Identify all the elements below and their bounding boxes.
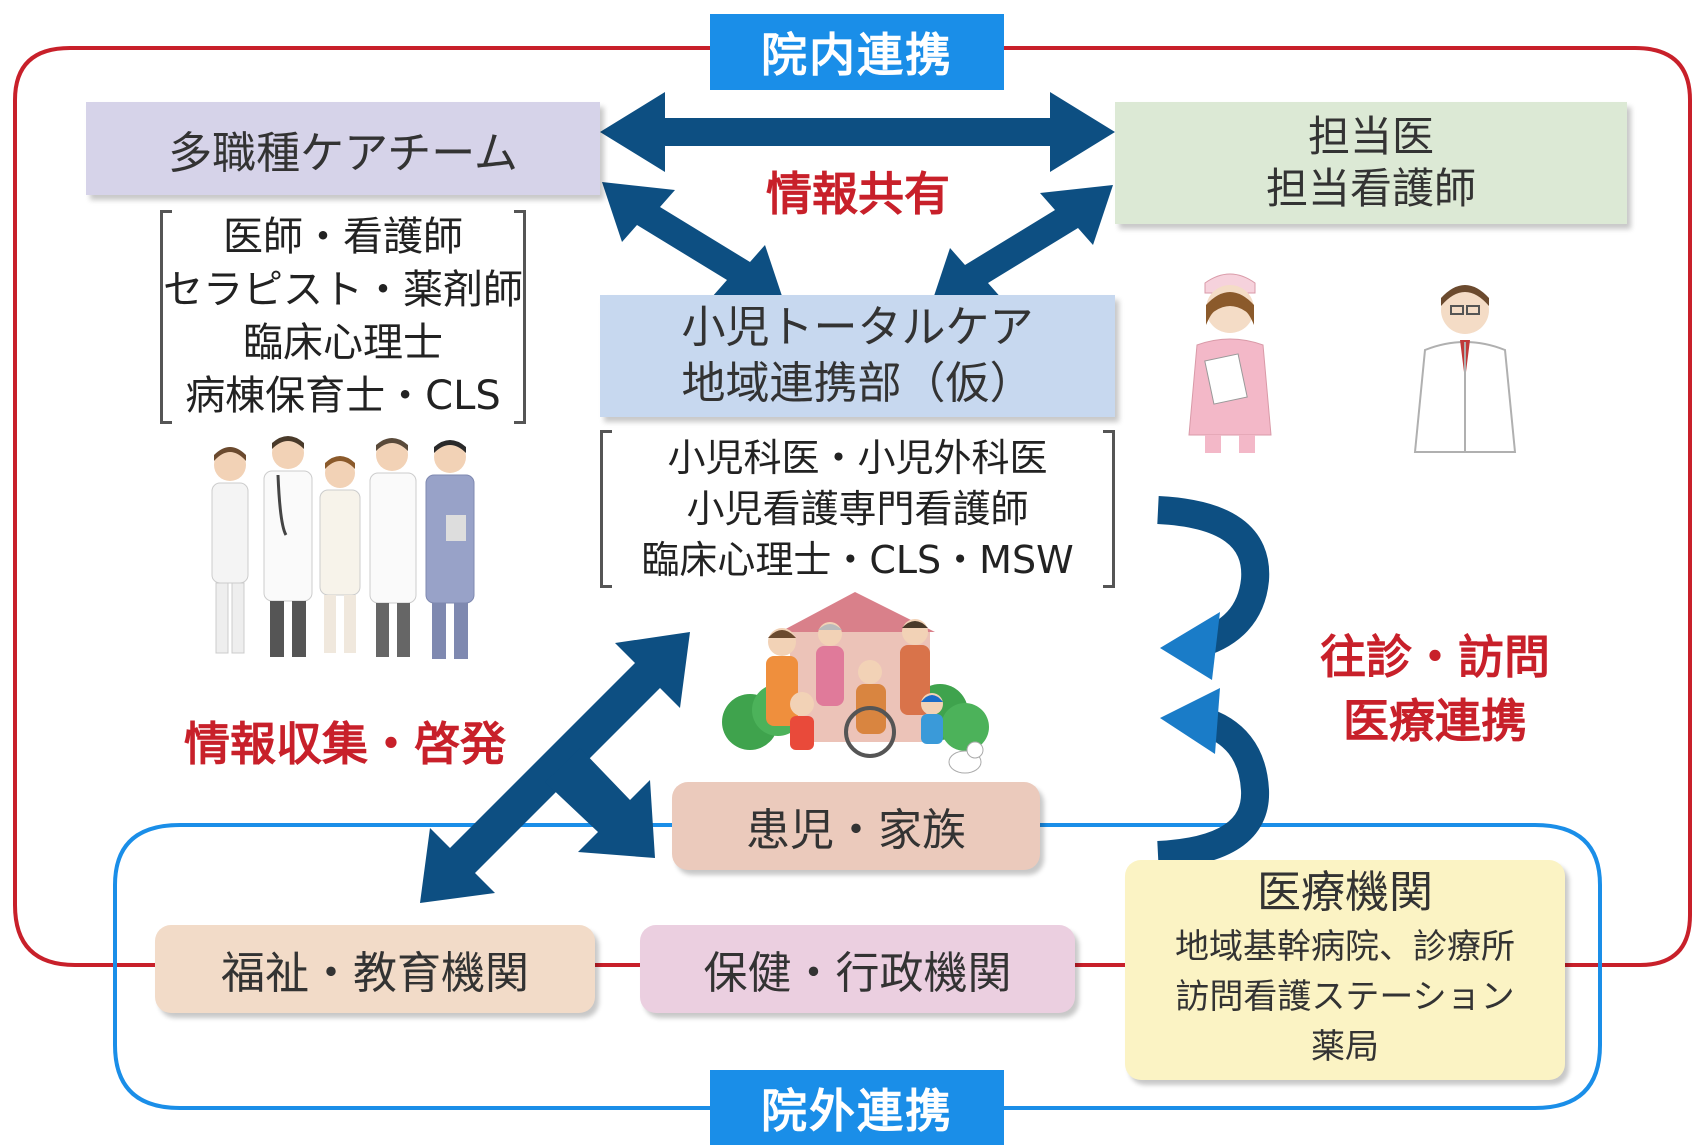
attending-nurse-label: 担当看護師: [1265, 164, 1476, 213]
external-collab-tag: 院外連携: [710, 1070, 1004, 1145]
info-collect-label: 情報収集・啓発: [184, 717, 506, 771]
multi-team-label: 多職種ケアチーム: [168, 127, 518, 179]
multi-team-members: 医師・看護師 セラピスト・薬剤師 臨床心理士 病棟保育士・CLS: [160, 210, 526, 424]
welfare-education-box: 福祉・教育機関: [155, 925, 595, 1013]
nurse-illustration: [1188, 273, 1272, 453]
member-line: 医師・看護師: [223, 214, 463, 260]
doctor-illustration: [1413, 285, 1517, 453]
pediatric-dept-line: 地域連携部（仮）: [681, 358, 1034, 409]
info-collect-arrow: [420, 632, 690, 903]
right-diagonal-arrow: [930, 185, 1113, 308]
left-diagonal-arrow: [602, 182, 785, 305]
patient-family-box: 患児・家族: [672, 782, 1040, 870]
health-admin-box: 保健・行政機関: [640, 925, 1075, 1013]
visit-curve-arrows: [1157, 496, 1270, 869]
multi-team-box: 多職種ケアチーム: [86, 102, 600, 195]
medical-institution-line: 薬局: [1311, 1027, 1379, 1067]
pediatric-dept-line: 小児トータルケア: [681, 302, 1034, 353]
health-admin-label: 保健・行政機関: [703, 948, 1012, 999]
visit-line: 往診・訪問: [1320, 630, 1550, 684]
medical-collab-line: 医療連携: [1343, 694, 1527, 748]
pediatric-member-line: 小児看護専門看護師: [686, 486, 1029, 531]
member-line: セラピスト・薬剤師: [163, 267, 523, 313]
medical-institution-line: 訪問看護ステーション: [1175, 977, 1515, 1017]
member-line: 臨床心理士: [243, 320, 443, 366]
visit-arrowhead-upper: [1160, 612, 1220, 680]
pediatric-members: 小児科医・小児外科医 小児看護専門看護師 臨床心理士・CLS・MSW: [600, 430, 1115, 588]
pediatric-member-line: 小児科医・小児外科医: [667, 435, 1048, 480]
medical-institution-title: 医療機関: [1257, 867, 1433, 918]
internal-collab-tag: 院内連携: [710, 14, 1004, 90]
medical-institution-line: 地域基幹病院、診療所: [1175, 927, 1515, 967]
visit-label: 往診・訪問 医療連携: [1290, 625, 1580, 753]
welfare-education-label: 福祉・教育機関: [221, 948, 529, 999]
attending-box: 担当医 担当看護師: [1115, 102, 1627, 224]
pediatric-member-line: 臨床心理士・CLS・MSW: [641, 537, 1074, 582]
info-share-label: 情報共有: [766, 167, 950, 221]
info-share-arrow: [600, 92, 1115, 172]
member-line: 病棟保育士・CLS: [185, 373, 501, 419]
visit-arrowhead-lower: [1160, 688, 1220, 754]
family-house-illustration: [722, 592, 989, 774]
patient-family-label: 患児・家族: [746, 805, 966, 856]
medical-institution-box: 医療機関 地域基幹病院、診療所 訪問看護ステーション 薬局: [1125, 860, 1565, 1080]
care-team-people-illustration: [211, 436, 475, 659]
attending-doctor-label: 担当医: [1307, 112, 1434, 161]
pediatric-dept-box: 小児トータルケア 地域連携部（仮）: [600, 295, 1115, 417]
